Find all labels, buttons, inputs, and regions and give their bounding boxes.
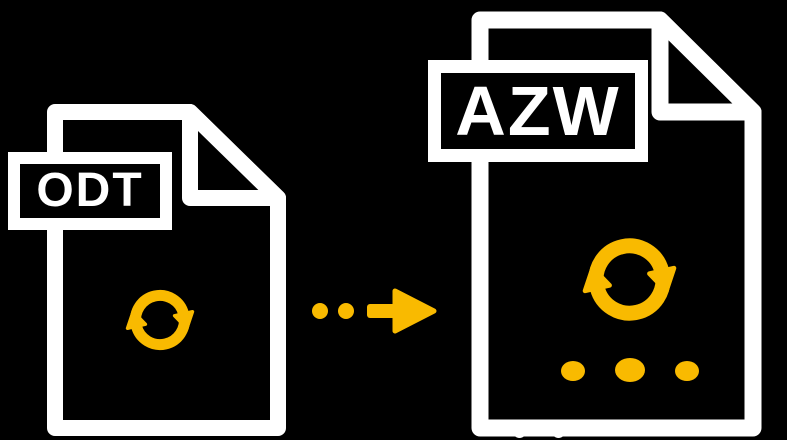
sync-arrowhead-bottom xyxy=(125,309,148,330)
target-format-badge: AZW xyxy=(428,60,648,162)
arrow-right-icon xyxy=(312,288,437,334)
ellipsis-dot xyxy=(561,361,585,381)
ellipsis-dot xyxy=(675,361,699,381)
sync-arrowhead-bottom xyxy=(582,265,612,294)
arrow-dot xyxy=(312,303,328,319)
arrow-head xyxy=(392,288,437,334)
page-dot xyxy=(552,425,565,438)
sync-bottom-half xyxy=(582,265,671,321)
arrow-shaft xyxy=(367,304,397,318)
folded-corner-icon xyxy=(651,11,762,121)
sync-icon xyxy=(582,238,677,321)
page-dot xyxy=(146,423,157,434)
ellipsis-dot xyxy=(615,358,645,382)
folded-corner-icon xyxy=(182,104,286,206)
source-format-badge: ODT xyxy=(8,152,172,230)
page-dot xyxy=(513,425,526,438)
sync-arc-bottom xyxy=(131,314,190,351)
sync-icon xyxy=(125,289,195,351)
page-dot xyxy=(181,423,192,434)
document-icon xyxy=(47,104,286,436)
sync-bottom-half xyxy=(125,309,190,351)
arrow-dot xyxy=(338,303,354,319)
sync-arc-bottom xyxy=(590,272,671,321)
source-format-label: ODT xyxy=(36,164,144,217)
ellipsis-dots xyxy=(561,358,699,382)
target-format-label: AZW xyxy=(455,72,621,150)
